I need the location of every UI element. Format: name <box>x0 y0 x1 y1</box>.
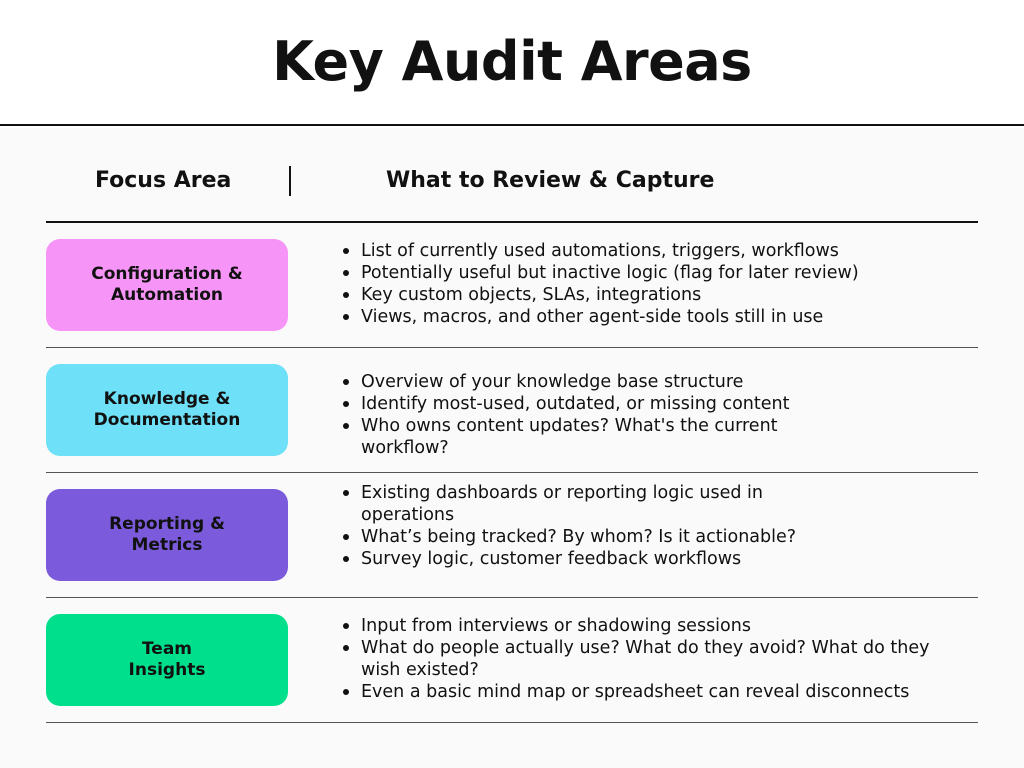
table-row: Configuration & Automation List of curre… <box>46 223 978 348</box>
audit-table: Focus Area What to Review & Capture Conf… <box>0 128 1024 768</box>
list-item: Survey logic, customer feedback workflow… <box>341 548 821 570</box>
list-item: Key custom objects, SLAs, integrations <box>341 284 981 306</box>
row-divider <box>46 722 978 723</box>
list-item: Existing dashboards or reporting logic u… <box>341 482 821 526</box>
table-row: Knowledge & Documentation Overview of yo… <box>46 348 978 473</box>
header-rule <box>46 221 978 223</box>
row-divider <box>46 597 978 598</box>
focus-area-pill: Team Insights <box>46 614 288 706</box>
column-header-focus-area: Focus Area <box>95 168 232 193</box>
list-item: Views, macros, and other agent-side tool… <box>341 306 981 328</box>
list-item: Who owns content updates? What's the cur… <box>341 415 861 459</box>
list-item: What’s being tracked? By whom? Is it act… <box>341 526 821 548</box>
list-item: Overview of your knowledge base structur… <box>341 371 861 393</box>
list-item: Identify most-used, outdated, or missing… <box>341 393 861 415</box>
focus-area-label: Configuration & Automation <box>91 264 243 305</box>
focus-area-pill: Configuration & Automation <box>46 239 288 331</box>
row-divider <box>46 472 978 473</box>
column-separator <box>289 166 291 196</box>
list-item: Potentially useful but inactive logic (f… <box>341 262 981 284</box>
review-list: Overview of your knowledge base structur… <box>341 371 861 459</box>
focus-area-label: Knowledge & Documentation <box>93 389 241 430</box>
review-list: Input from interviews or shadowing sessi… <box>341 615 971 703</box>
row-divider <box>46 347 978 348</box>
focus-area-pill: Knowledge & Documentation <box>46 364 288 456</box>
focus-area-label: Team Insights <box>128 639 206 680</box>
focus-area-label: Reporting & Metrics <box>109 514 225 555</box>
table-row: Reporting & Metrics Existing dashboards … <box>46 473 978 598</box>
list-item: Even a basic mind map or spreadsheet can… <box>341 681 971 703</box>
review-list: Existing dashboards or reporting logic u… <box>341 482 821 570</box>
title-band: Key Audit Areas <box>0 0 1024 126</box>
column-header-review-capture: What to Review & Capture <box>386 168 715 193</box>
list-item: What do people actually use? What do the… <box>341 637 971 681</box>
list-item: Input from interviews or shadowing sessi… <box>341 615 971 637</box>
list-item: List of currently used automations, trig… <box>341 240 981 262</box>
page-title: Key Audit Areas <box>272 30 752 93</box>
table-row: Team Insights Input from interviews or s… <box>46 598 978 723</box>
review-list: List of currently used automations, trig… <box>341 240 981 328</box>
focus-area-pill: Reporting & Metrics <box>46 489 288 581</box>
